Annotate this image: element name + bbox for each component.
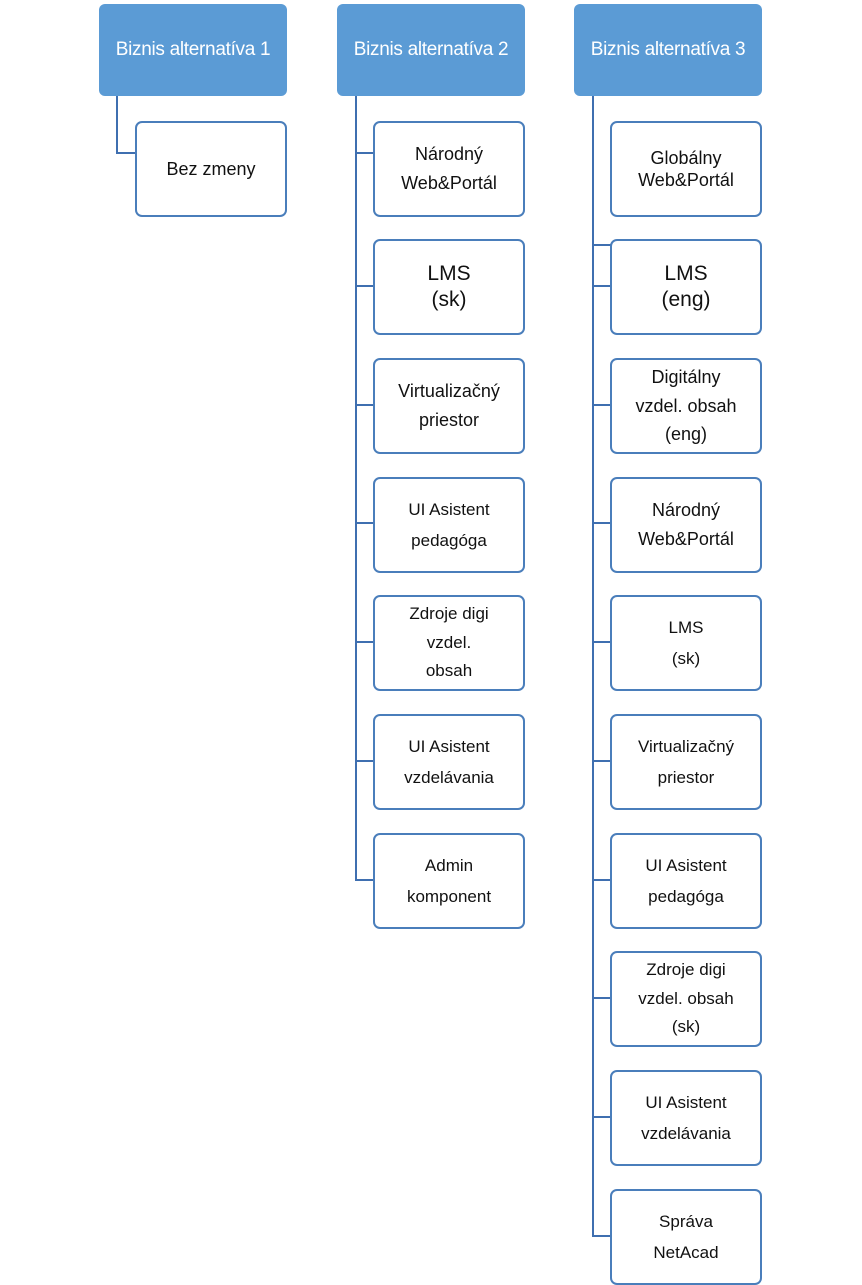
- node-col3-item-10: Správa NetAcad: [610, 1189, 762, 1285]
- node-label: Národný Web&Portál: [638, 500, 734, 549]
- node-label: Digitálny vzdel. obsah (eng): [635, 366, 737, 445]
- node-label: LMS (sk): [427, 261, 471, 311]
- node-label: Národný Web&Portál: [401, 144, 497, 193]
- node-col3-item-3: Digitálny vzdel. obsah (eng): [610, 358, 762, 454]
- node-label: Zdroje digi vzdel. obsah (sk): [638, 959, 734, 1037]
- node-label: UI Asistent pedagóga: [645, 855, 727, 906]
- node-col2-item-3: Virtualizačný priestor: [373, 358, 525, 454]
- node-label: Zdroje digi vzdel. obsah: [409, 603, 489, 681]
- node-col2-item-6: UI Asistent vzdelávania: [373, 714, 525, 810]
- node-label: UI Asistent pedagóga: [408, 499, 490, 550]
- node-label: Globálny Web&Portál: [638, 147, 734, 191]
- node-col2-item-7: Admin komponent: [373, 833, 525, 929]
- node-col3-item-6: Virtualizačný priestor: [610, 714, 762, 810]
- node-label: Bez zmeny: [166, 158, 256, 179]
- node-col3-item-7: UI Asistent pedagóga: [610, 833, 762, 929]
- header-biznis-alternativa-2: Biznis alternatíva 2: [337, 4, 525, 96]
- node-label: UI Asistent vzdelávania: [641, 1092, 731, 1143]
- node-col3-item-9: UI Asistent vzdelávania: [610, 1070, 762, 1166]
- node-col1-item-1: Bez zmeny: [135, 121, 287, 217]
- node-col2-item-4: UI Asistent pedagóga: [373, 477, 525, 573]
- header-biznis-alternativa-1: Biznis alternatíva 1: [99, 4, 287, 96]
- node-label: Virtualizačný priestor: [398, 381, 500, 430]
- node-col3-item-2: LMS (eng): [610, 239, 762, 335]
- node-col3-item-1: Globálny Web&Portál: [610, 121, 762, 217]
- node-label: LMS (eng): [661, 261, 711, 311]
- node-label: LMS (sk): [668, 617, 704, 668]
- node-col3-item-8: Zdroje digi vzdel. obsah (sk): [610, 951, 762, 1047]
- node-col2-item-2: LMS (sk): [373, 239, 525, 335]
- node-label: UI Asistent vzdelávania: [404, 736, 494, 787]
- node-col3-item-4: Národný Web&Portál: [610, 477, 762, 573]
- node-label: Správa NetAcad: [653, 1211, 719, 1262]
- header-biznis-alternativa-3: Biznis alternatíva 3: [574, 4, 762, 96]
- node-col2-item-5: Zdroje digi vzdel. obsah: [373, 595, 525, 691]
- node-col2-item-1: Národný Web&Portál: [373, 121, 525, 217]
- node-label: Admin komponent: [406, 855, 492, 906]
- node-label: Virtualizačný priestor: [637, 736, 735, 787]
- node-col3-item-5: LMS (sk): [610, 595, 762, 691]
